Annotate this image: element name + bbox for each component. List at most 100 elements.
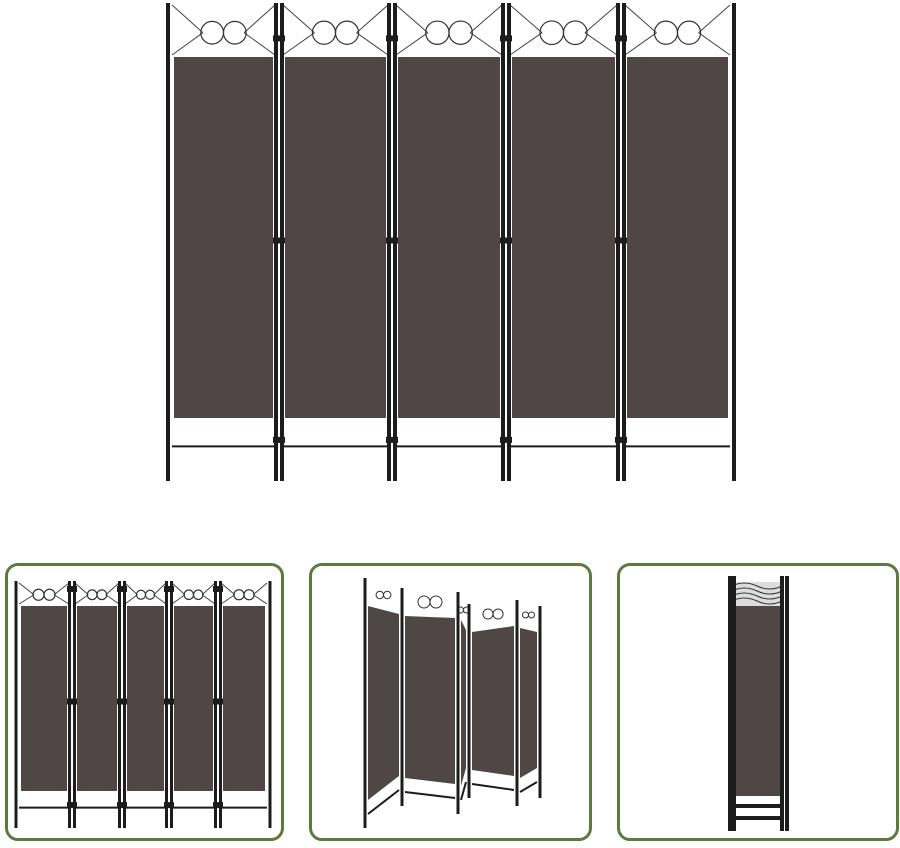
frame-crossbar [460, 781, 467, 801]
hinge [213, 698, 223, 705]
ornament-ring [528, 611, 535, 619]
ornament-ring [383, 590, 392, 600]
frame-wire [356, 4, 389, 34]
fabric-panel [174, 606, 213, 791]
ornament-ring [676, 20, 702, 45]
frame-wire [18, 594, 35, 605]
hinge [500, 237, 512, 244]
ornament-ring [96, 589, 108, 601]
frame-wire [124, 582, 138, 596]
ornament-ring [43, 588, 56, 601]
frame-post [456, 592, 460, 814]
hinge [386, 436, 398, 443]
frame-wire [74, 594, 89, 605]
hinge [164, 698, 174, 705]
hinge [213, 802, 223, 809]
frame-crossbar [404, 791, 456, 799]
hinge [500, 35, 512, 42]
ornament-ring [375, 590, 384, 600]
frame-wire [395, 32, 429, 56]
frame-wire [698, 32, 731, 56]
frame-post [400, 588, 404, 806]
frame-wire [282, 4, 315, 34]
ornament-ring [200, 20, 225, 45]
fabric-panel [461, 620, 466, 786]
thumbnail-front-image [14, 581, 272, 828]
frame-wire [469, 4, 503, 34]
frame-wire [153, 582, 167, 596]
ornament-ring [417, 595, 431, 609]
frame-crossbar [732, 816, 782, 820]
ornament-ring [192, 589, 204, 601]
ornament-ring [311, 20, 337, 45]
ornament-ring [482, 608, 494, 620]
thumbnail-angled-view[interactable] [309, 563, 592, 841]
frame-post [732, 3, 736, 481]
thumbnail-front-view[interactable] [5, 563, 284, 841]
ornament-ring [425, 20, 450, 45]
ornament-ring [653, 20, 679, 45]
frame-wire [584, 4, 618, 34]
fabric-panel [398, 57, 500, 418]
frame-wire [53, 582, 70, 596]
hinge [615, 436, 627, 443]
frame-wire [282, 32, 315, 56]
thumbnail-folded-image [728, 576, 789, 831]
hinge [164, 802, 174, 809]
frame-wire [171, 594, 186, 605]
ornament-ring [183, 589, 195, 601]
hinge [164, 586, 174, 592]
ornament-wire [731, 587, 783, 595]
frame-wire [171, 4, 204, 34]
frame-wire [171, 32, 204, 56]
frame-wire [252, 594, 268, 605]
frame-post [166, 3, 170, 481]
frame-post [268, 581, 272, 828]
ornament-ring [32, 588, 45, 601]
hinge [615, 35, 627, 42]
frame-wire [105, 582, 120, 596]
ornament-ring [539, 20, 565, 46]
frame-wire [252, 582, 268, 596]
thumbnail-folded-view[interactable] [617, 563, 899, 841]
hinge [500, 436, 512, 443]
frame-post [538, 606, 542, 798]
frame-wire [124, 594, 138, 605]
ornament-ring [243, 589, 255, 601]
frame-wire [698, 4, 731, 34]
frame-wire [153, 594, 167, 605]
fabric-panel [285, 57, 386, 418]
frame-wire [243, 32, 276, 56]
ornament-ring [233, 589, 245, 601]
hinge [67, 802, 77, 809]
frame-crossbar [471, 783, 515, 791]
frame-crossbar [519, 781, 538, 793]
frame-post [14, 581, 18, 828]
ornament-ring [222, 20, 247, 45]
frame-wire [201, 594, 216, 605]
frame-wire [53, 594, 70, 605]
fabric-panel [627, 57, 728, 418]
frame-wire [624, 4, 657, 34]
ornament-ring [522, 611, 529, 619]
ornament-ring [448, 20, 473, 45]
frame-wire [469, 32, 503, 56]
frame-post [363, 578, 367, 828]
ornament-ring [562, 20, 588, 46]
frame-post [780, 576, 784, 831]
fabric-panel [472, 626, 514, 776]
frame-wire [584, 32, 618, 56]
frame-post [467, 604, 471, 798]
frame-post [785, 576, 789, 831]
fabric-panel [223, 606, 265, 791]
fabric-panel [405, 616, 455, 784]
hinge [67, 586, 77, 592]
frame-wire [74, 582, 89, 596]
hinge [273, 35, 285, 42]
fabric-panel [127, 606, 164, 791]
frame-wire [18, 582, 35, 596]
frame-wire [395, 4, 429, 34]
fabric-panel [512, 57, 615, 418]
hinge [386, 35, 398, 42]
frame-wire [356, 32, 389, 56]
